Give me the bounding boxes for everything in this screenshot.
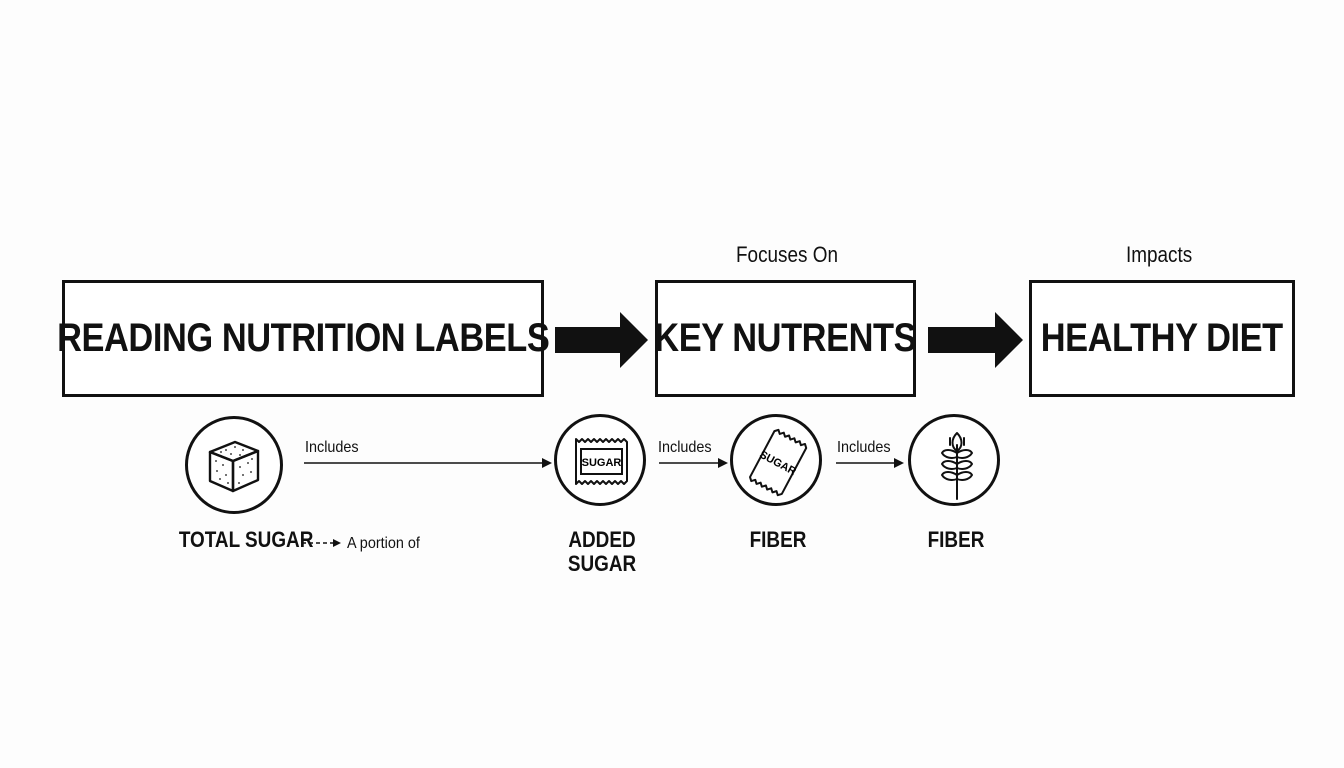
sugar-cube-icon [185, 416, 283, 514]
sugar-packet-icon: SUGAR [554, 414, 646, 506]
includes-label-1: Includes [305, 439, 359, 456]
edge-label-focuses-on: Focuses On [736, 242, 839, 267]
node-label-total-sugar: TOTAL SUGAR [178, 527, 314, 552]
node-label-added-line: ADDED [568, 527, 636, 552]
tilted-sugar-packet-text: SUGAR [757, 449, 798, 478]
edge-label-impacts: Impacts [1126, 242, 1193, 267]
node-label-fiber-2: FIBER [927, 527, 985, 552]
block-arrow-key-to-healthy [928, 312, 1023, 368]
block-arrow-reading-to-key [555, 312, 648, 368]
box-title-reading: READING NUTRITION LABELS [56, 316, 550, 360]
box-reading-nutrition-labels: READING NUTRITION LABELS [57, 280, 550, 397]
box-title-key: KEY NUTRENTS [654, 316, 917, 360]
arrow-total-to-added [304, 458, 552, 468]
box-title-healthy: HEALTHY DIET [1040, 316, 1284, 360]
node-label-fiber-1: FIBER [749, 527, 807, 552]
portion-of-label: A portion of [347, 535, 420, 552]
tilted-sugar-packet-icon: SUGAR [730, 414, 822, 506]
includes-label-2: Includes [658, 439, 712, 456]
arrow-added-to-fiber [659, 458, 728, 468]
node-label-sugar-line: SUGAR [567, 551, 637, 576]
includes-label-3: Includes [837, 439, 891, 456]
box-healthy-diet: HEALTHY DIET [1029, 280, 1295, 397]
arrow-fiber-to-fiber [836, 458, 904, 468]
wheat-icon [908, 414, 1000, 506]
dashed-arrow-portion-of [302, 539, 341, 547]
node-label-added-sugar: ADDED SUGAR [566, 528, 638, 576]
box-key-nutrents: KEY NUTRENTS [654, 280, 917, 397]
sugar-packet-text: SUGAR [582, 457, 622, 469]
